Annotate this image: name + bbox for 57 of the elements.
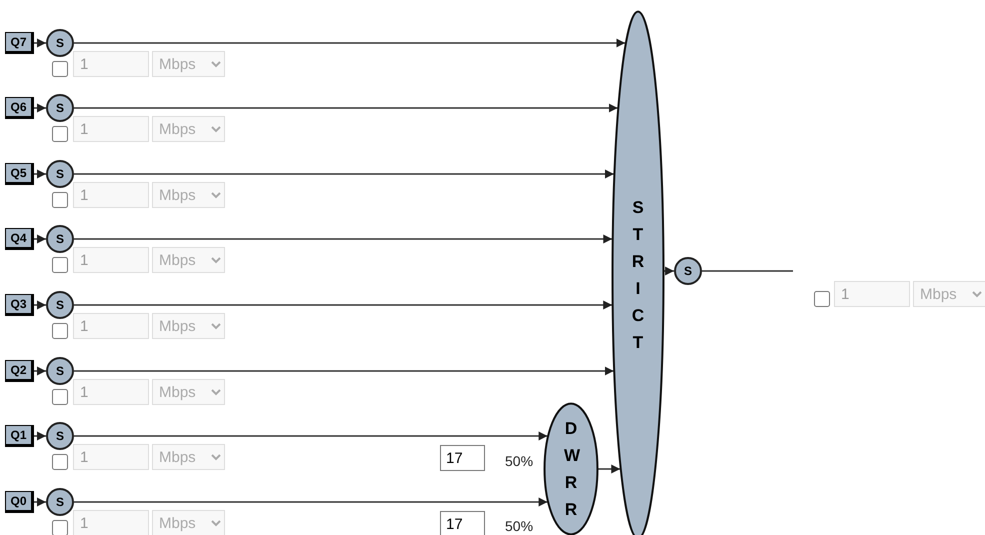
arrow — [74, 104, 618, 112]
arrow — [74, 498, 548, 506]
shaper-circle: S — [46, 488, 74, 516]
arrow — [34, 234, 46, 244]
arrow — [598, 464, 620, 474]
shaper-circle: S — [674, 257, 702, 285]
queue-box: Q0 — [5, 491, 34, 513]
shaper-circle: S — [46, 422, 74, 450]
arrow — [74, 234, 612, 244]
weight-field: 17 — [440, 511, 485, 535]
shaper-circle: S — [46, 225, 74, 253]
shaper-circle: S — [46, 160, 74, 188]
rate-field: 1 — [73, 510, 149, 535]
arrow — [34, 300, 46, 310]
unit-dropdown: Mbps — [152, 510, 225, 535]
arrow — [34, 170, 46, 178]
arrow — [664, 266, 674, 276]
rate-field: 1 — [73, 247, 149, 273]
unit-dropdown: Mbps — [152, 182, 225, 208]
queue-box: Q6 — [5, 97, 34, 119]
unit-dropdown: Mbps — [152, 116, 225, 142]
arrow — [34, 104, 46, 112]
arrow — [34, 38, 46, 48]
arrow — [74, 170, 614, 178]
queue-box: Q1 — [5, 425, 34, 447]
rate-field: 1 — [73, 313, 149, 339]
rate-field: 1 — [73, 51, 149, 77]
arrow — [34, 432, 46, 440]
percentage-text: 50% — [505, 518, 534, 534]
queue-box: Q4 — [5, 228, 34, 250]
rate-field: 1 — [834, 281, 910, 307]
queue-box: Q3 — [5, 294, 34, 316]
shaper-circle: S — [46, 29, 74, 57]
arrow — [74, 38, 626, 48]
rate-field: 1 — [73, 444, 149, 470]
arrow — [74, 432, 548, 440]
shaper-circle: S — [46, 291, 74, 319]
unit-dropdown: Mbps — [152, 444, 225, 470]
shaper-circle: S — [46, 94, 74, 122]
rate-field: 1 — [73, 116, 149, 142]
arrow — [74, 366, 614, 376]
arrow — [34, 366, 46, 376]
unit-dropdown: Mbps — [152, 247, 225, 273]
queue-box: Q2 — [5, 360, 34, 382]
arrow — [74, 300, 612, 310]
weight-field: 17 — [440, 445, 485, 471]
unit-dropdown: Mbps — [152, 313, 225, 339]
rate-field: 1 — [73, 182, 149, 208]
rate-field: 1 — [73, 379, 149, 405]
arrow — [34, 498, 46, 506]
unit-dropdown: Mbps — [913, 281, 985, 307]
shaper-circle: S — [46, 357, 74, 385]
queue-box: Q7 — [5, 32, 34, 54]
percentage-text: 50% — [505, 453, 534, 469]
unit-dropdown: Mbps — [152, 379, 225, 405]
queue-box: Q5 — [5, 163, 34, 185]
unit-dropdown: Mbps — [152, 51, 225, 77]
